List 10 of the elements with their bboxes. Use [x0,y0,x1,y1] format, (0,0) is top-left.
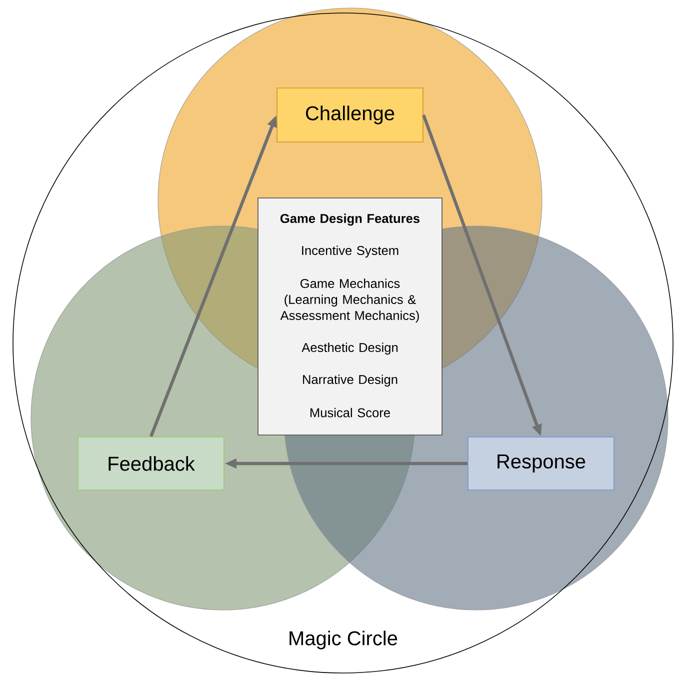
process-box: Response [467,436,615,491]
list-heading: Game Design Features [280,214,420,226]
list-item: Incentive System [302,246,398,258]
process-box: Challenge [276,87,424,143]
list-item: Narrative Design [303,374,398,387]
list-item: Aesthetic Design [302,342,398,355]
feature-list-box [258,198,442,436]
process-box: Feedback [77,436,225,491]
list-item: Musical Score [310,408,390,418]
list-item: Game Mechanics (Learning Mechanics & Assessment Mechanics) [280,278,419,323]
